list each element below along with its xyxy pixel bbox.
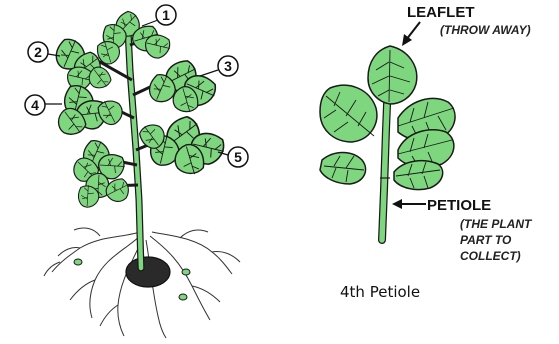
marker-4: 4 <box>25 95 62 115</box>
terminal-leaflet <box>368 46 417 104</box>
leaves-4 <box>57 80 126 137</box>
leaves-5 <box>138 114 231 180</box>
small-tuber <box>179 294 187 300</box>
small-tuber <box>74 259 82 265</box>
leaflet-arrow <box>402 22 420 46</box>
left-leaflet-upper <box>320 85 377 142</box>
right-leaflet-lower <box>394 161 443 190</box>
caption-4th-petiole: 4th Petiole <box>340 283 420 301</box>
petiole-note-line-2: PART TO <box>460 233 512 247</box>
leaflet-title: LEAFLET <box>407 4 475 21</box>
leaves-3 <box>145 56 220 117</box>
petiole-note-line-1: (THE PLANT <box>460 217 533 231</box>
marker-5-label: 5 <box>234 149 242 165</box>
marker-1-label: 1 <box>162 7 170 23</box>
marker-3-label: 3 <box>224 58 232 74</box>
petiole-arrow <box>392 199 426 209</box>
marker-4-label: 4 <box>31 97 39 113</box>
leaflet-note: (THROW AWAY) <box>440 23 531 37</box>
left-leaflet-lower <box>320 153 366 185</box>
small-tuber <box>182 269 190 275</box>
marker-2: 2 <box>28 42 60 62</box>
potato-plant: 1 2 3 4 5 <box>25 5 248 338</box>
petiole-title: PETIOLE <box>427 197 491 214</box>
leaf-detail: LEAFLET (THROW AWAY) PETIOLE (THE PLANT … <box>320 4 533 263</box>
leaves-lower <box>73 137 132 211</box>
marker-3: 3 <box>200 56 238 76</box>
marker-2-label: 2 <box>34 44 42 60</box>
marker-1: 1 <box>142 5 176 26</box>
petiole-note-line-3: COLLECT) <box>460 249 521 263</box>
tuber <box>126 257 170 287</box>
